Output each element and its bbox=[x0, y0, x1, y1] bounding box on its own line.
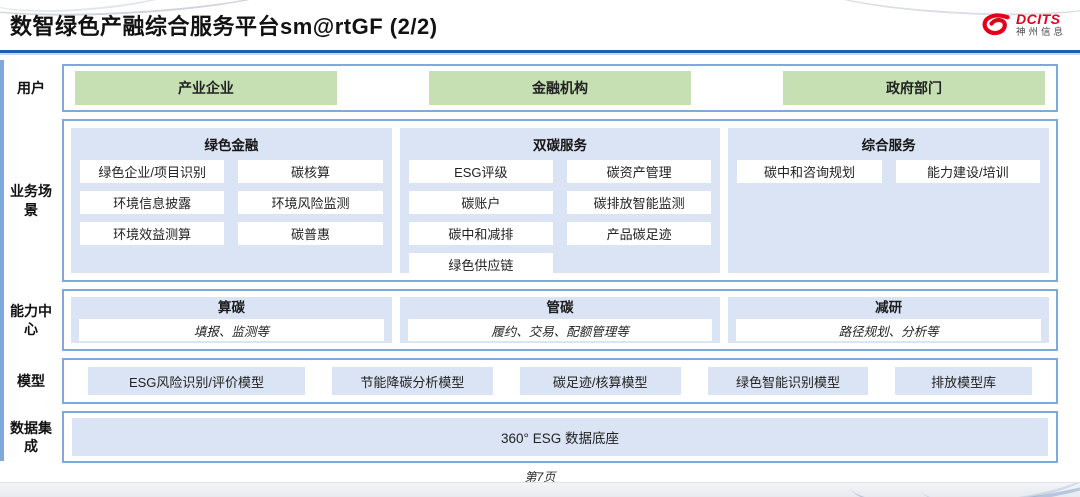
page-number: 第7页 bbox=[524, 470, 556, 484]
slide-header: 数智绿色产融综合服务平台sm@rtGF (2/2) DCITS 神州信息 bbox=[0, 0, 1080, 50]
row-label-data-integration: 数据集成 bbox=[10, 419, 52, 454]
row-capability-center: 能力中心 算碳 填报、监测等 管碳 履约、交易、配额管理等 减研 路径规划、分析… bbox=[0, 289, 1058, 351]
panel-grid: 碳中和咨询规划 能力建设/培训 bbox=[737, 160, 1041, 183]
dcits-logo: DCITS 神州信息 bbox=[978, 11, 1066, 39]
scenario-item: 碳中和减排 bbox=[408, 222, 553, 245]
capability-detail: 填报、监测等 bbox=[79, 319, 384, 341]
data-integration-box: 360° ESG 数据底座 bbox=[62, 411, 1058, 463]
model-item: 绿色智能识别模型 bbox=[707, 367, 869, 395]
panel-grid: 绿色企业/项目识别 碳核算 环境信息披露 环境风险监测 环境效益测算 碳普惠 bbox=[80, 160, 383, 245]
esg-data-foundation: 360° ESG 数据底座 bbox=[72, 418, 1048, 456]
row-label-users: 用户 bbox=[17, 79, 45, 96]
scenario-item: 绿色供应链 bbox=[408, 253, 553, 276]
user-group-government: 政府部门 bbox=[783, 71, 1045, 105]
scenario-item: ESG评级 bbox=[408, 160, 553, 183]
capability-title: 管碳 bbox=[546, 300, 574, 315]
title-underline bbox=[0, 50, 1080, 53]
scenario-item: 碳中和咨询规划 bbox=[737, 160, 882, 183]
scenario-item: 环境信息披露 bbox=[80, 191, 225, 214]
model-item: 排放模型库 bbox=[895, 367, 1032, 395]
band-swirl-decoration2 bbox=[917, 483, 1080, 497]
scenarios-box: 绿色金融 绿色企业/项目识别 碳核算 环境信息披露 环境风险监测 环境效益测算 … bbox=[62, 119, 1058, 282]
scenario-item: 碳账户 bbox=[408, 191, 553, 214]
scenario-panel-dual-carbon: 双碳服务 ESG评级 碳资产管理 碳账户 碳排放智能监测 碳中和减排 产品碳足迹… bbox=[399, 128, 721, 276]
bottom-decoration-band bbox=[0, 482, 1080, 497]
scenario-item: 环境风险监测 bbox=[238, 191, 383, 214]
capability-title: 算碳 bbox=[217, 300, 245, 315]
panel-grid: ESG评级 碳资产管理 碳账户 碳排放智能监测 碳中和减排 产品碳足迹 绿色供应… bbox=[408, 160, 712, 276]
user-group-finance: 金融机构 bbox=[429, 71, 691, 105]
model-item: 节能降碳分析模型 bbox=[332, 367, 493, 395]
row-data-integration: 数据集成 360° ESG 数据底座 bbox=[0, 411, 1058, 463]
logo-text: DCITS 神州信息 bbox=[1016, 12, 1066, 38]
band-swirl-decoration bbox=[847, 483, 1080, 497]
scenario-item: 碳资产管理 bbox=[567, 160, 712, 183]
scenario-item: 碳普惠 bbox=[238, 222, 383, 245]
panel-title: 双碳服务 bbox=[533, 138, 587, 153]
row-users: 用户 产业企业 金融机构 政府部门 bbox=[0, 64, 1058, 112]
scenario-item: 绿色企业/项目识别 bbox=[80, 160, 225, 183]
user-group-industry: 产业企业 bbox=[75, 71, 337, 105]
capability-detail: 路径规划、分析等 bbox=[736, 319, 1042, 341]
left-accent-line bbox=[0, 60, 4, 461]
panel-title: 绿色金融 bbox=[204, 138, 259, 153]
logo-subbrand-text: 神州信息 bbox=[1015, 27, 1066, 39]
model-item: 碳足迹/核算模型 bbox=[519, 367, 681, 395]
users-box: 产业企业 金融机构 政府部门 bbox=[62, 64, 1058, 112]
scenario-item: 碳核算 bbox=[238, 160, 383, 183]
row-business-scenarios: 业务场景 绿色金融 绿色企业/项目识别 碳核算 环境信息披露 环境风险监测 环境… bbox=[0, 119, 1058, 282]
scenario-panel-green-finance: 绿色金融 绿色企业/项目识别 碳核算 环境信息披露 环境风险监测 环境效益测算 … bbox=[71, 128, 392, 273]
page-title: 数智绿色产融综合服务平台sm@rtGF (2/2) bbox=[10, 14, 438, 39]
capability-panel-reduce-research: 减研 路径规划、分析等 bbox=[728, 297, 1050, 343]
row-label-business-scenarios: 业务场景 bbox=[10, 183, 52, 218]
capability-panel-manage-carbon: 管碳 履约、交易、配额管理等 bbox=[399, 297, 721, 343]
scenario-item: 能力建设/培训 bbox=[895, 160, 1041, 183]
scenario-panel-comprehensive: 综合服务 碳中和咨询规划 能力建设/培训 bbox=[728, 128, 1050, 273]
capability-box: 算碳 填报、监测等 管碳 履约、交易、配额管理等 减研 路径规划、分析等 bbox=[62, 289, 1058, 351]
panel-title: 综合服务 bbox=[861, 138, 916, 153]
scenario-item: 碳排放智能监测 bbox=[567, 191, 712, 214]
row-label-capability-center: 能力中心 bbox=[10, 302, 52, 337]
models-box: ESG风险识别/评价模型 节能降碳分析模型 碳足迹/核算模型 绿色智能识别模型 … bbox=[62, 358, 1058, 404]
architecture-diagram: 用户 产业企业 金融机构 政府部门 业务场景 绿色金融 绿色企业/项目识别 碳核… bbox=[0, 64, 1058, 463]
capability-panel-calc-carbon: 算碳 填报、监测等 bbox=[71, 297, 392, 343]
scenario-item: 环境效益测算 bbox=[80, 222, 225, 245]
model-item: ESG风险识别/评价模型 bbox=[88, 367, 306, 395]
row-label-models: 模型 bbox=[17, 372, 45, 389]
dcits-swirl-icon bbox=[982, 13, 1010, 36]
scenario-item: 产品碳足迹 bbox=[567, 222, 712, 245]
capability-detail: 履约、交易、配额管理等 bbox=[407, 319, 713, 341]
row-models: 模型 ESG风险识别/评价模型 节能降碳分析模型 碳足迹/核算模型 绿色智能识别… bbox=[0, 358, 1058, 404]
capability-title: 减研 bbox=[875, 300, 903, 315]
logo-brand-text: DCITS bbox=[1015, 11, 1061, 28]
